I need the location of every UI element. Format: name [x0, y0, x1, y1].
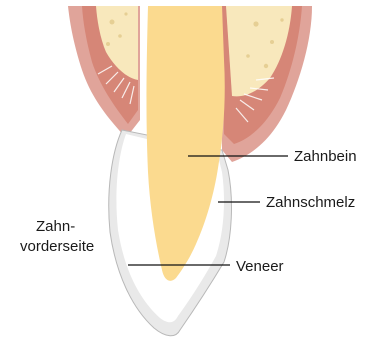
- label-front-line1: Zahn-: [36, 218, 75, 235]
- left-gum: [68, 6, 140, 138]
- label-dentin: Zahnbein: [294, 148, 357, 165]
- label-front-line2: vorderseite: [20, 238, 94, 255]
- right-gum: [220, 6, 312, 162]
- label-veneer: Veneer: [236, 258, 284, 275]
- label-enamel: Zahnschmelz: [266, 194, 355, 211]
